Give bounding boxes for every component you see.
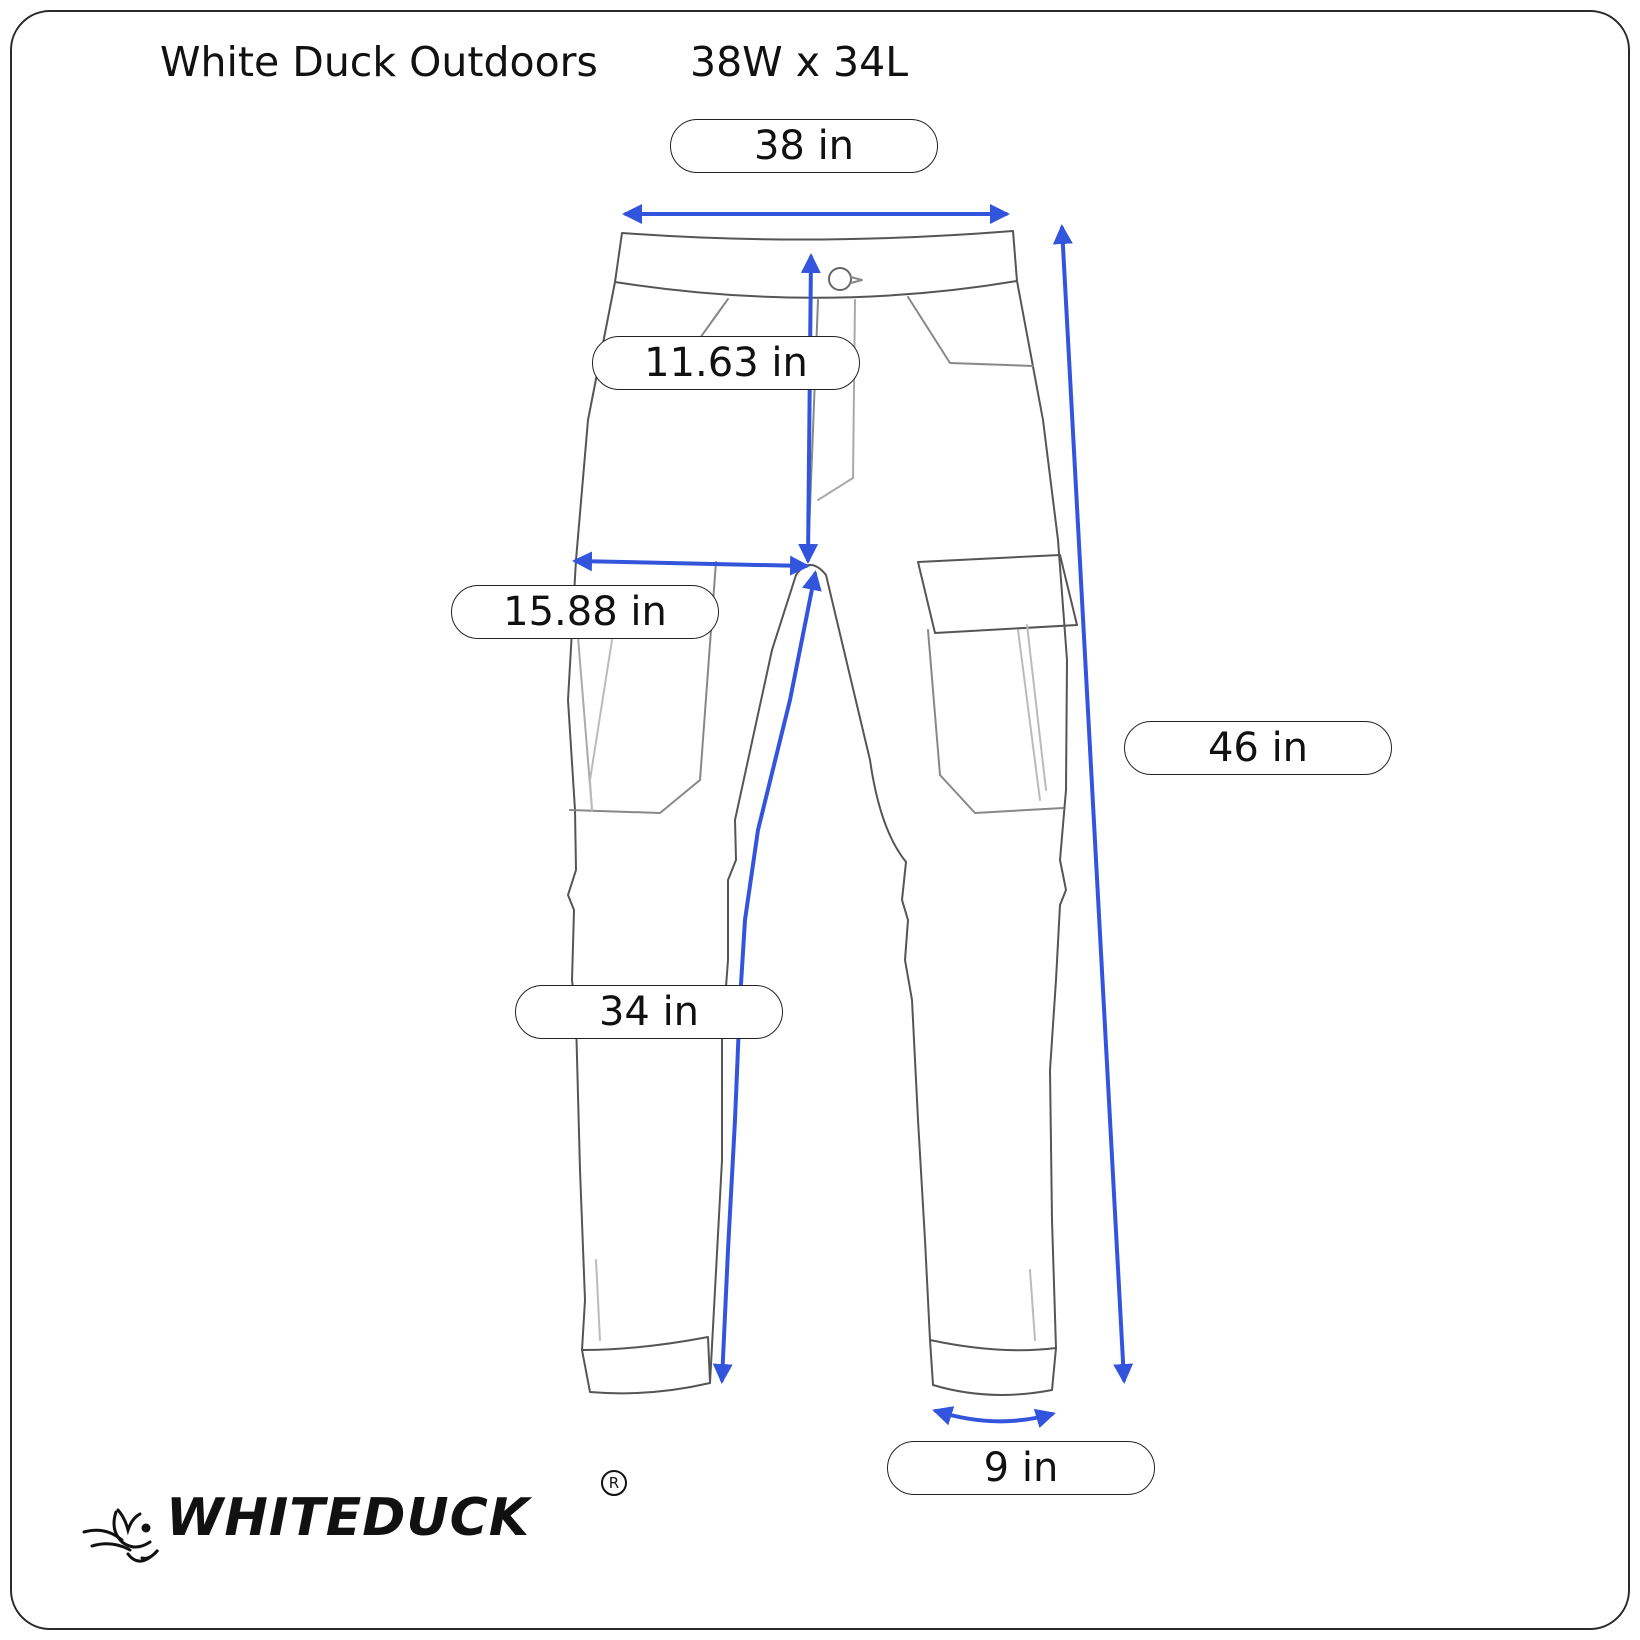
inseam-arrow — [712, 570, 822, 1384]
waist-label: 38 in — [670, 119, 938, 173]
logo-text: WHITEDUCK — [166, 1488, 531, 1548]
pants-outline — [567, 230, 1078, 1396]
brand-title: White Duck Outdoors — [160, 38, 598, 86]
thigh-label: 15.88 in — [451, 585, 719, 639]
rise-arrow — [798, 253, 821, 564]
thigh-arrow — [572, 551, 810, 576]
duck-logo-icon — [82, 1508, 160, 1563]
rise-label: 11.63 in — [592, 336, 860, 390]
outseam-arrow — [1052, 224, 1134, 1384]
brand-logo: WHITEDUCK R — [80, 1470, 640, 1568]
size-title: 38W x 34L — [690, 38, 909, 86]
registered-mark: R — [601, 1470, 627, 1496]
frame-border — [10, 10, 1630, 1630]
outseam-label: 46 in — [1124, 721, 1392, 775]
inseam-label: 34 in — [515, 985, 783, 1039]
leg-opening-arrow — [932, 1406, 1056, 1429]
measurement-arrows — [572, 204, 1134, 1429]
leg-opening-label: 9 in — [887, 1441, 1155, 1495]
